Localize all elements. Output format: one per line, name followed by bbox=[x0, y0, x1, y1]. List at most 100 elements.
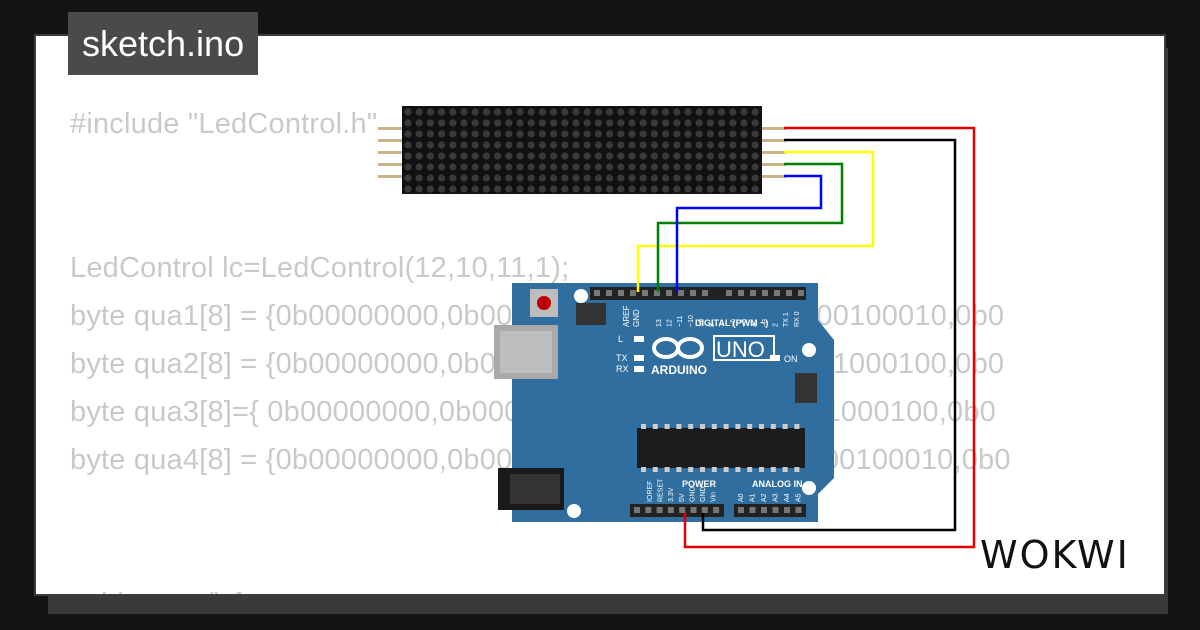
matrix-led bbox=[438, 163, 446, 171]
matrix-led bbox=[449, 152, 457, 160]
matrix-led bbox=[673, 108, 681, 116]
matrix-led bbox=[426, 152, 434, 160]
matrix-led bbox=[673, 130, 681, 138]
matrix-led bbox=[471, 119, 479, 127]
matrix-led bbox=[684, 141, 692, 149]
matrix-led bbox=[751, 185, 759, 193]
digital-pin-label: 7 bbox=[720, 323, 727, 327]
matrix-led bbox=[606, 174, 614, 182]
matrix-led bbox=[550, 152, 558, 160]
matrix-led bbox=[684, 119, 692, 127]
matrix-led bbox=[695, 185, 703, 193]
matrix-led bbox=[594, 152, 603, 160]
matrix-led bbox=[561, 163, 569, 171]
matrix-led bbox=[662, 152, 670, 160]
wire-clk[interactable] bbox=[675, 174, 823, 292]
arduino-board[interactable]: L TX RX ON DIGITAL (PWM ~) UNO ARDUINO P… bbox=[494, 283, 834, 522]
matrix-led bbox=[561, 185, 569, 193]
matrix-led bbox=[606, 152, 614, 160]
mount-hole bbox=[802, 481, 816, 495]
matrix-led bbox=[460, 119, 468, 127]
mount-hole bbox=[802, 343, 816, 357]
matrix-led bbox=[650, 108, 659, 116]
l-led-label: L bbox=[618, 334, 623, 344]
wire-din[interactable] bbox=[636, 150, 875, 292]
matrix-led bbox=[561, 152, 569, 160]
analog-pin-label: A3 bbox=[773, 493, 780, 502]
matrix-body bbox=[402, 106, 762, 194]
matrix-led bbox=[438, 185, 446, 193]
matrix-led bbox=[449, 163, 457, 171]
matrix-led bbox=[729, 152, 737, 160]
aref-label: AREF bbox=[622, 306, 631, 327]
matrix-led bbox=[505, 119, 513, 127]
wire-gnd[interactable] bbox=[701, 138, 957, 532]
matrix-led bbox=[617, 130, 625, 138]
matrix-led bbox=[662, 185, 670, 193]
wire-vcc[interactable] bbox=[683, 126, 976, 549]
matrix-led bbox=[673, 185, 681, 193]
matrix-led bbox=[494, 141, 502, 149]
matrix-led bbox=[538, 108, 547, 116]
digital-pin-label: TX 1 bbox=[783, 312, 790, 327]
matrix-led bbox=[718, 108, 726, 116]
matrix-led bbox=[718, 185, 726, 193]
matrix-led bbox=[438, 141, 446, 149]
matrix-led bbox=[729, 119, 737, 127]
digital-pin-label: RX 0 bbox=[794, 311, 801, 327]
matrix-led bbox=[740, 152, 748, 160]
rx-led-label: RX bbox=[616, 364, 629, 374]
filename-tag: sketch.ino bbox=[68, 12, 259, 75]
matrix-led bbox=[740, 174, 748, 182]
matrix-led bbox=[718, 130, 726, 138]
matrix-led bbox=[706, 185, 715, 193]
matrix-led bbox=[516, 130, 524, 138]
matrix-led bbox=[718, 119, 726, 127]
matrix-led bbox=[594, 119, 603, 127]
digital-pin-label: ~11 bbox=[677, 316, 684, 327]
matrix-led bbox=[617, 163, 625, 171]
digital-pin-label: ~5 bbox=[741, 319, 748, 327]
matrix-led bbox=[505, 108, 513, 116]
wire-cs[interactable] bbox=[656, 162, 844, 292]
matrix-led bbox=[527, 174, 535, 182]
matrix-led bbox=[695, 130, 703, 138]
matrix-led bbox=[404, 108, 412, 116]
matrix-led bbox=[718, 141, 726, 149]
matrix-led bbox=[606, 185, 614, 193]
matrix-led bbox=[572, 130, 580, 138]
matrix-led bbox=[550, 141, 558, 149]
matrix-led bbox=[482, 152, 490, 160]
reset-button[interactable] bbox=[530, 289, 558, 317]
matrix-led bbox=[650, 119, 659, 127]
led-matrix[interactable] bbox=[378, 106, 786, 194]
matrix-led bbox=[460, 163, 468, 171]
power-pin-label: GND bbox=[689, 486, 696, 502]
matrix-led bbox=[415, 141, 423, 149]
matrix-led bbox=[527, 130, 535, 138]
matrix-led bbox=[516, 185, 524, 193]
matrix-led bbox=[628, 141, 636, 149]
matrix-led bbox=[695, 174, 703, 182]
matrix-led bbox=[628, 108, 636, 116]
matrix-led bbox=[684, 174, 692, 182]
matrix-led bbox=[628, 185, 636, 193]
matrix-led bbox=[617, 108, 625, 116]
power-pin-label: RESET bbox=[658, 478, 665, 502]
matrix-led bbox=[673, 163, 681, 171]
analog-pin-label: A4 bbox=[784, 493, 791, 502]
matrix-led bbox=[494, 108, 502, 116]
matrix-led bbox=[505, 130, 513, 138]
matrix-led bbox=[684, 163, 692, 171]
matrix-led bbox=[404, 119, 412, 127]
matrix-led bbox=[572, 108, 580, 116]
power-pin-label: 3.3V bbox=[668, 487, 675, 502]
matrix-led bbox=[662, 174, 670, 182]
matrix-led bbox=[516, 174, 524, 182]
matrix-led bbox=[706, 108, 715, 116]
matrix-led bbox=[628, 163, 636, 171]
matrix-led bbox=[527, 163, 535, 171]
matrix-led bbox=[404, 141, 412, 149]
matrix-led bbox=[471, 152, 479, 160]
matrix-led bbox=[751, 130, 759, 138]
